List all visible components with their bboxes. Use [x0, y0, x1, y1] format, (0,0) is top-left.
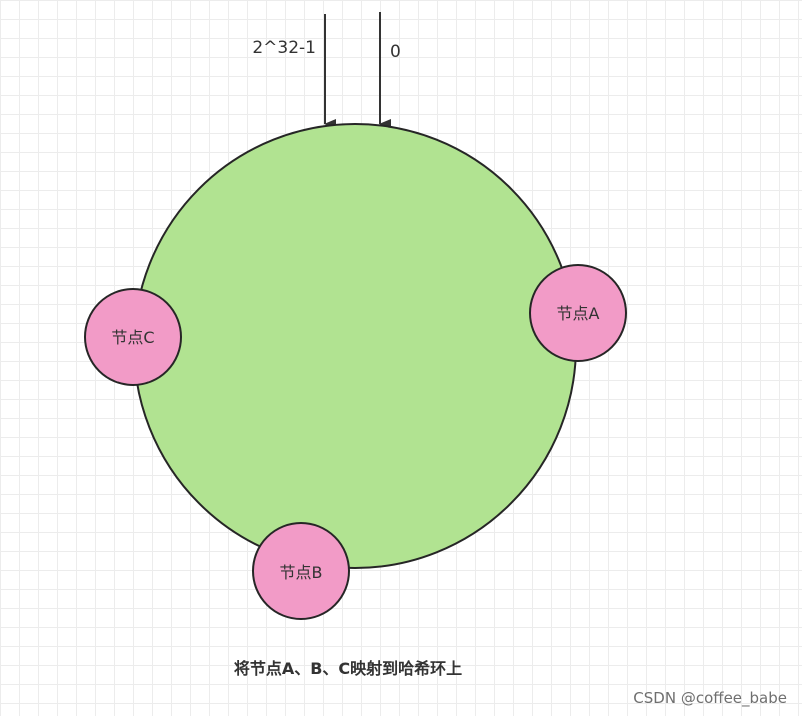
diagram-caption: 将节点A、B、C映射到哈希环上: [234, 659, 462, 678]
node-b: 节点B: [252, 522, 350, 620]
node-c-circle: [84, 288, 182, 386]
node-c-label: 节点C: [111, 328, 154, 347]
watermark: CSDN @coffee_babe: [633, 689, 787, 708]
arrow-label-max: 2^32-1: [252, 38, 316, 58]
hash-ring: [133, 123, 577, 569]
arrow-label-zero: 0: [390, 42, 401, 62]
node-a: 节点A: [529, 264, 627, 362]
node-a-label: 节点A: [557, 304, 600, 323]
node-a-circle: [529, 264, 627, 362]
node-b-label: 节点B: [280, 563, 323, 582]
node-b-circle: [252, 522, 350, 620]
node-c: 节点C: [84, 288, 182, 386]
